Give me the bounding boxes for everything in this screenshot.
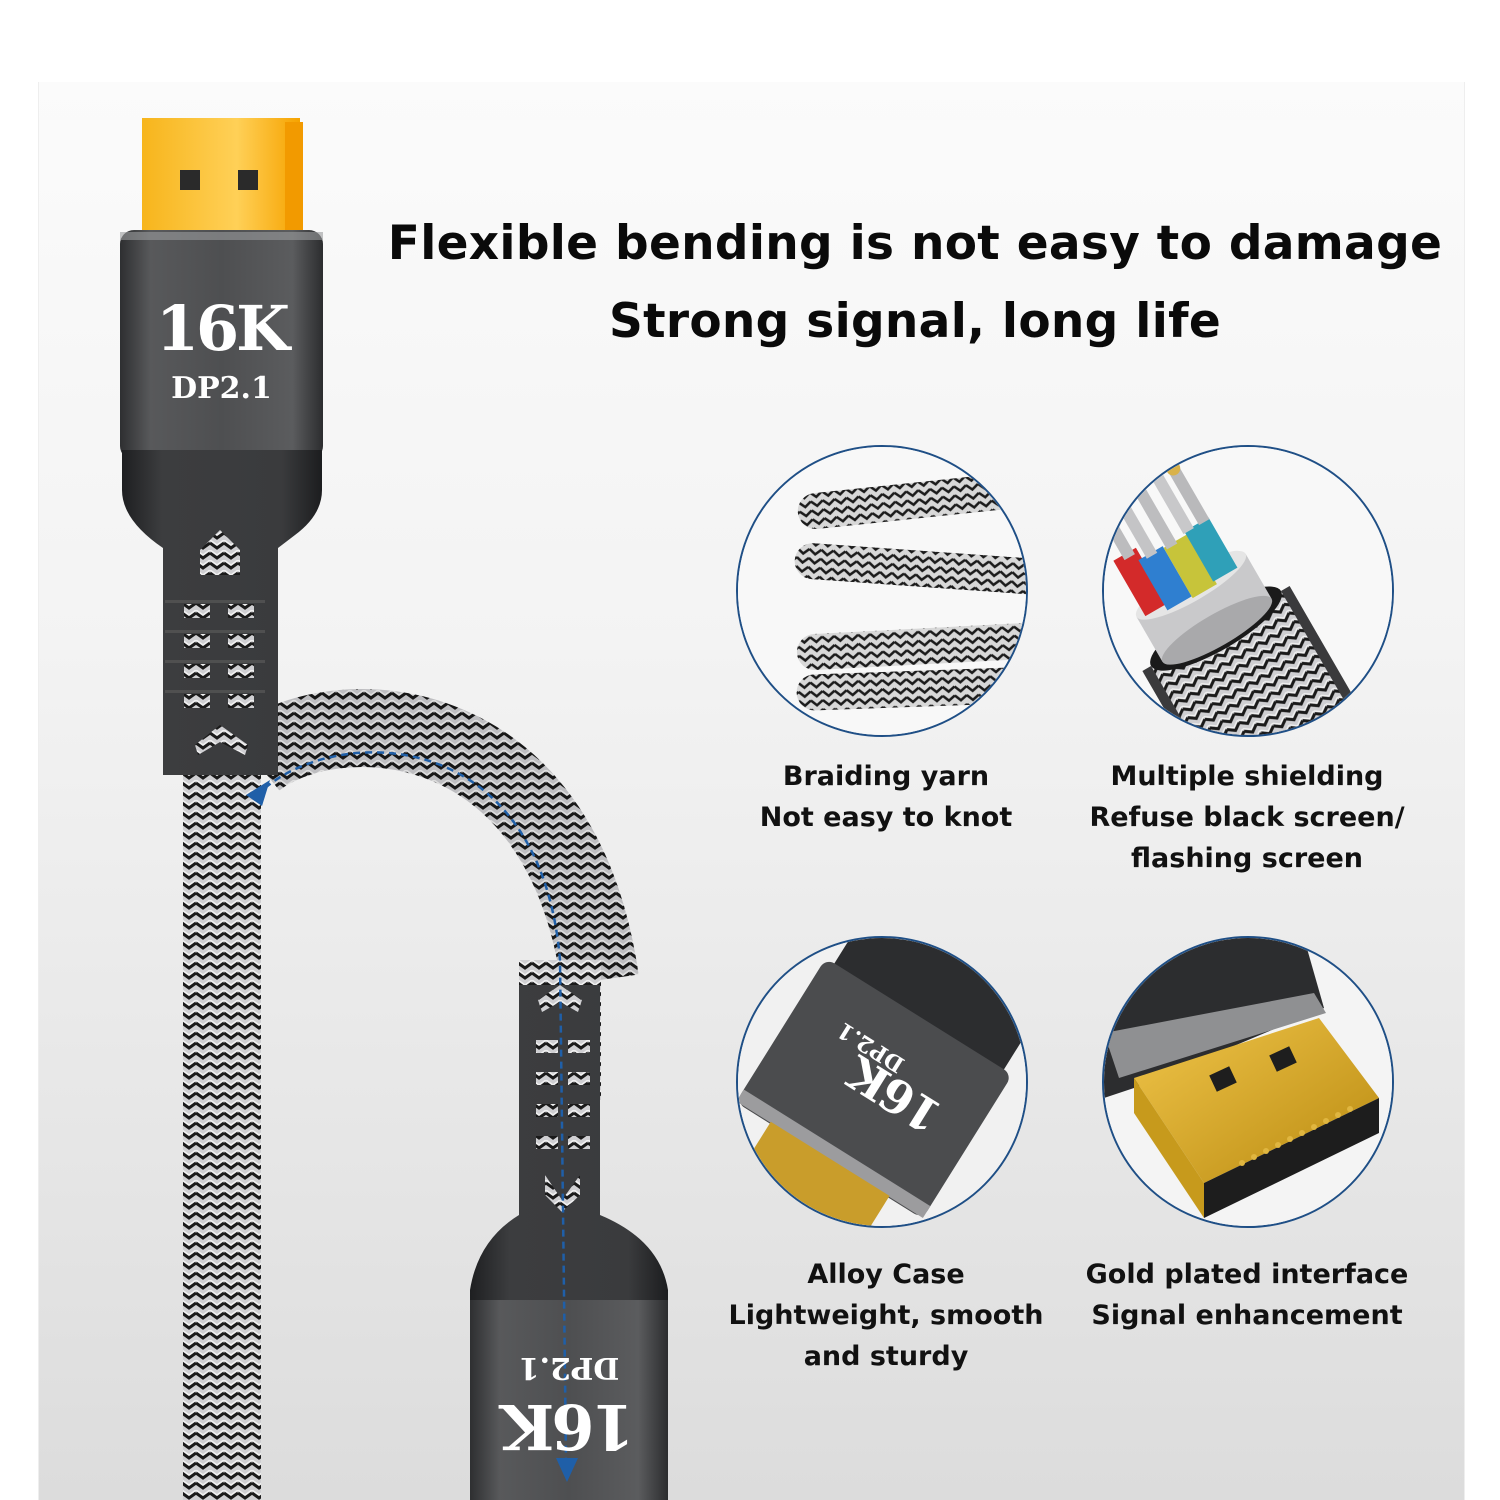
caption-line: flashing screen (1131, 843, 1363, 874)
bottom-connector-label-16k: 16K (503, 1390, 635, 1463)
feature-image-gold-plated (1102, 936, 1394, 1228)
caption-line: Gold plated interface (1085, 1259, 1409, 1290)
caption-line: Refuse black screen/ (1089, 802, 1405, 833)
feature-caption-gold-plated: Gold plated interface Signal enhancement (1067, 1254, 1427, 1336)
caption-line: Lightweight, smooth (728, 1300, 1044, 1331)
feature-image-braiding (736, 445, 1028, 737)
feature-caption-alloy-case: Alloy Case Lightweight, smooth and sturd… (706, 1254, 1066, 1377)
headline-line-1: Flexible bending is not easy to damage (387, 216, 1443, 271)
top-connector-label-dp21: DP2.1 (171, 371, 272, 406)
feature-image-shielding (1102, 445, 1394, 737)
top-connector-label-16k: 16K (155, 292, 290, 365)
caption-line: Not easy to knot (759, 802, 1013, 833)
bottom-connector-label-dp21: DP2.1 (518, 1350, 620, 1385)
caption-line: Braiding yarn (782, 761, 990, 792)
arrow-head-bottom-icon (556, 1458, 578, 1482)
caption-line: Signal enhancement (1091, 1300, 1403, 1331)
caption-line: Alloy Case (807, 1259, 965, 1290)
bend-path-arrow (264, 751, 568, 1461)
arrow-head-top-icon (246, 780, 270, 806)
headline-line-2: Strong signal, long life (608, 294, 1222, 349)
caption-line: Multiple shielding (1110, 761, 1384, 792)
feature-caption-shielding: Multiple shielding Refuse black screen/ … (1067, 756, 1427, 879)
feature-image-alloy-case: DP2.1 16K (736, 936, 1028, 1228)
feature-caption-braiding: Braiding yarn Not easy to knot (706, 756, 1066, 838)
caption-line: and sturdy (803, 1341, 969, 1372)
